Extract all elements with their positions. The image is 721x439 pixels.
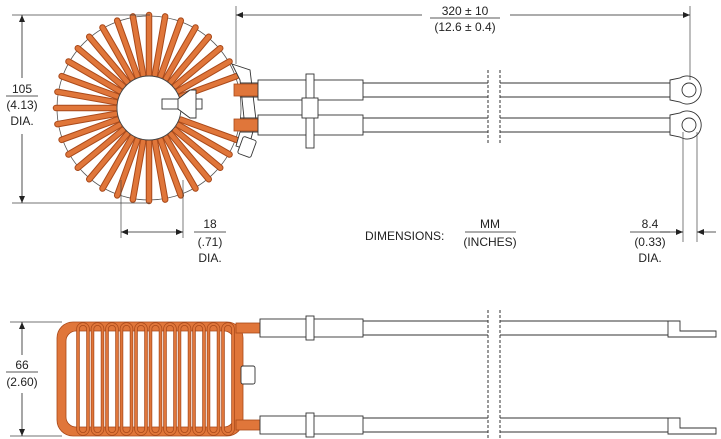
side-winding-turn [193,323,205,435]
side-winding-turn [207,323,220,435]
winding-turn [114,137,140,198]
winding-turn [168,131,212,182]
inner-dia-suffix: DIA. [198,251,221,265]
side-tie-2 [305,412,315,438]
side-terminal-2 [667,417,717,435]
inner-dia-metric: 18 [203,217,217,231]
lug-dia-imperial: (0.33) [634,235,665,249]
top-view-windings [52,11,240,205]
winding-turn [100,25,135,81]
side-clip-tab [240,365,256,385]
height-metric: 66 [15,358,29,372]
side-winding-turn [120,323,133,435]
side-winding-turn [222,323,234,435]
winding-turn [66,59,122,94]
winding-turn [130,14,146,77]
outer-dia-suffix: DIA. [10,114,33,128]
side-winding-turn [77,323,89,435]
lug-dia-metric: 8.4 [642,217,659,231]
dim-height: 66 (2.60) [2,321,62,437]
length-imperial: (12.6 ± 0.4) [434,20,495,34]
side-terminal-1 [667,320,717,338]
winding-turn [163,135,198,191]
winding-turn [55,89,118,105]
winding-turn [130,139,146,202]
dim-lug-diameter: 8.4 (0.33) DIA. [630,132,716,265]
winding-turn [168,34,212,85]
arrow-right [683,12,690,18]
cable-tie-head [301,97,319,119]
winding-turn [100,135,135,191]
clip-loop [237,136,257,158]
winding-turn [114,18,140,79]
winding-turn [176,122,232,157]
winding-turn [86,34,130,85]
length-metric: 320 ± 10 [442,4,489,18]
units-note: DIMENSIONS: MM (INCHES) [365,217,517,249]
outer-dia-imperial: (4.13) [6,98,37,112]
side-view-windings [76,322,235,436]
top-view: 320 ± 10 (12.6 ± 0.4) 105 (4.13) DIA. 18 [2,2,716,265]
winding-turn [75,45,126,89]
dim-length: 320 ± 10 (12.6 ± 0.4) [235,2,691,80]
side-view: 66 (2.60) [2,310,717,439]
winding-turn [152,139,168,202]
units-metric: MM [480,217,500,231]
winding-turn [172,45,223,89]
winding-turn [163,25,198,81]
lug-dia-suffix: DIA. [638,251,661,265]
outer-dia-metric: 105 [12,82,32,96]
winding-turn [55,111,118,127]
side-lead-copper-2 [235,419,263,431]
side-winding-turn [135,323,147,435]
units-label: DIMENSIONS: [365,229,444,243]
winding-turn [75,127,126,171]
side-winding-turn [91,323,104,435]
side-winding-turn [164,323,176,435]
leads-top [233,70,702,149]
units-imperial: (INCHES) [463,235,516,249]
dim-outer-diameter: 105 (4.13) DIA. [2,14,150,204]
side-lead-copper-1 [235,322,263,334]
winding-turn [158,18,184,79]
arrow-left [236,12,243,18]
clip-body [177,89,197,119]
side-winding-turn [106,323,118,435]
inner-dia-imperial: (.71) [198,235,223,249]
winding-turn [158,137,184,198]
winding-turn [172,127,223,171]
winding-turn [178,117,239,143]
winding-turn [66,122,122,157]
side-tie-1 [305,315,315,341]
side-winding-turn [149,323,162,435]
winding-turn [59,117,120,143]
dim-inner-diameter: 18 (.71) DIA. [120,180,226,265]
lead-copper-1 [233,83,259,97]
height-imperial: (2.60) [6,375,37,389]
winding-turn [152,14,168,77]
winding-turn [86,131,130,182]
lead-copper-2 [233,118,259,132]
side-winding-turn [178,323,191,435]
winding-turn [59,73,120,99]
winding-turn [176,59,232,94]
